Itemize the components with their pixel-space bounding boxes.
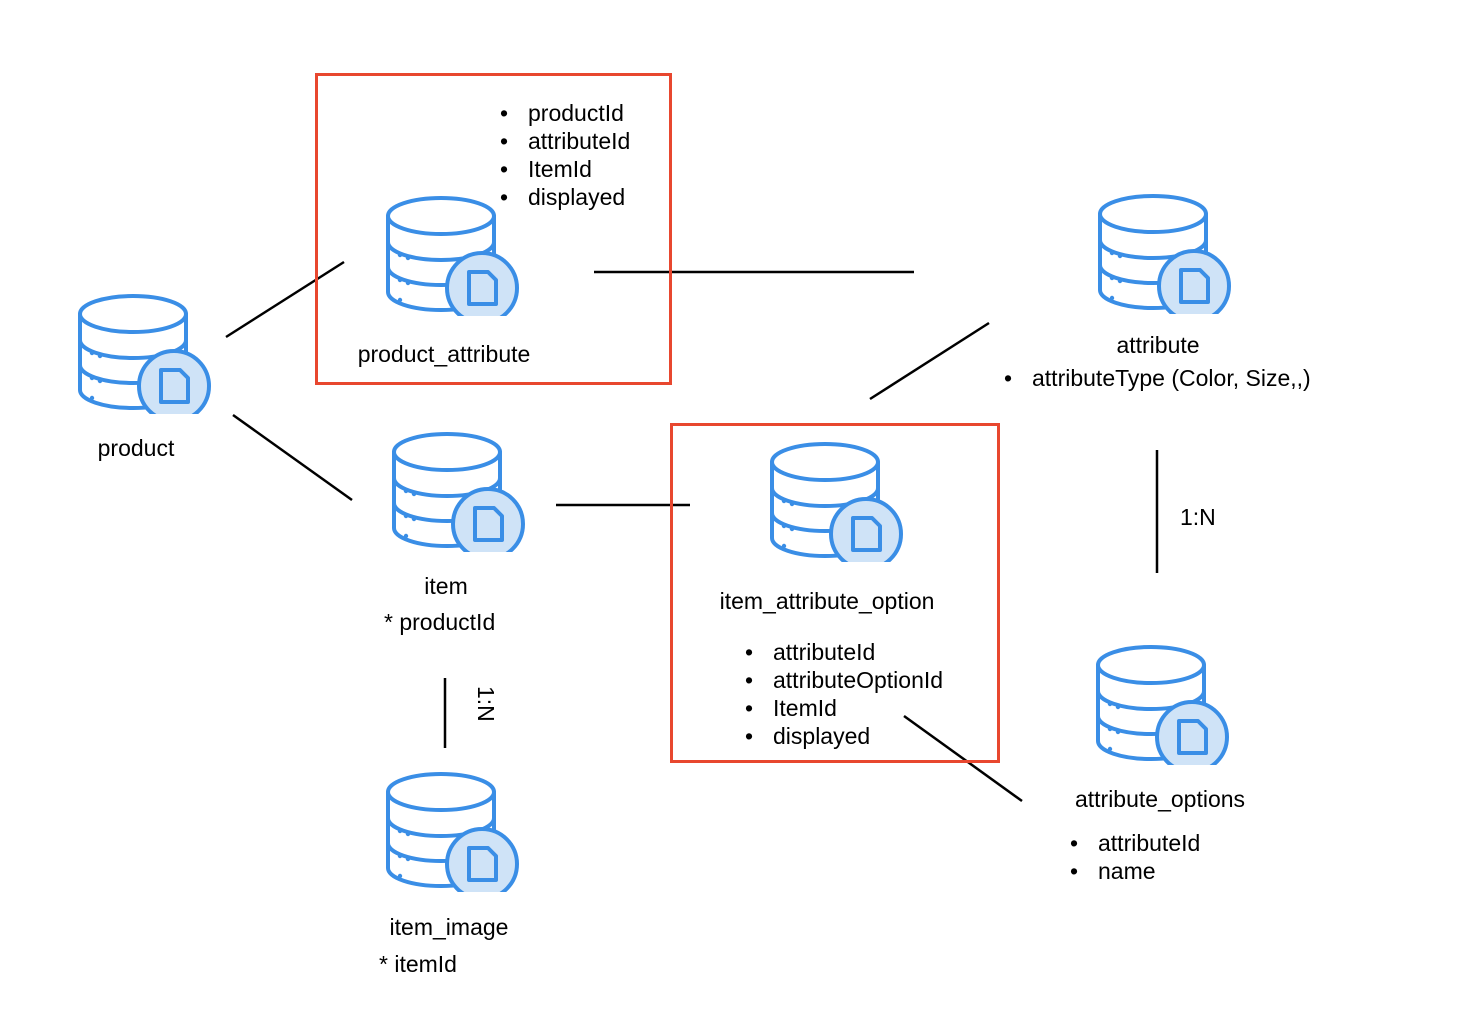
field-item: attributeId: [1070, 829, 1200, 857]
connector-attribute-item-attribute-option: [869, 321, 990, 401]
field-item: name: [1070, 857, 1200, 885]
database-icon: [384, 772, 524, 892]
entity-label-attribute: attribute: [1116, 332, 1200, 358]
field-item: ItemId: [500, 155, 630, 183]
field-item: attributeId: [745, 638, 943, 666]
field-list-attribute: attributeType (Color, Size,,): [1004, 364, 1311, 392]
field-item: attributeId: [500, 127, 630, 155]
highlight-box-item-attribute-option: [670, 423, 1000, 763]
field-item: attributeType (Color, Size,,): [1004, 364, 1311, 392]
field-item: displayed: [745, 722, 943, 750]
database-icon: [768, 442, 908, 562]
entity-note-item: * productId: [384, 609, 496, 635]
field-item: displayed: [500, 183, 630, 211]
relation-label-attribute-options: 1:N: [1180, 504, 1216, 530]
connector-product-item: [232, 413, 353, 502]
connector-product-product-attribute: [225, 260, 345, 339]
field-list-item-attribute-option: attributeId attributeOptionId ItemId dis…: [745, 638, 943, 750]
highlight-box-product-attribute: [315, 73, 672, 385]
entity-label-product: product: [97, 435, 175, 461]
database-icon: [1094, 645, 1234, 765]
entity-label-item-attribute-option: item_attribute_option: [719, 588, 935, 614]
database-icon: [384, 196, 524, 316]
database-icon: [1096, 194, 1236, 314]
relation-label-item-image: 1:N: [473, 686, 499, 722]
field-item: productId: [500, 99, 630, 127]
database-icon: [390, 432, 530, 552]
entity-label-item-image: item_image: [389, 914, 509, 940]
field-list-product-attribute: productId attributeId ItemId displayed: [500, 99, 630, 211]
entity-label-product-attribute: product_attribute: [357, 341, 531, 367]
entity-label-item: item: [424, 573, 468, 599]
database-icon: [76, 294, 216, 414]
field-item: ItemId: [745, 694, 943, 722]
entity-note-item-image: * itemId: [379, 951, 457, 977]
entity-label-attribute-options: attribute_options: [1074, 786, 1246, 812]
field-list-attribute-options: attributeId name: [1070, 829, 1200, 885]
field-item: attributeOptionId: [745, 666, 943, 694]
